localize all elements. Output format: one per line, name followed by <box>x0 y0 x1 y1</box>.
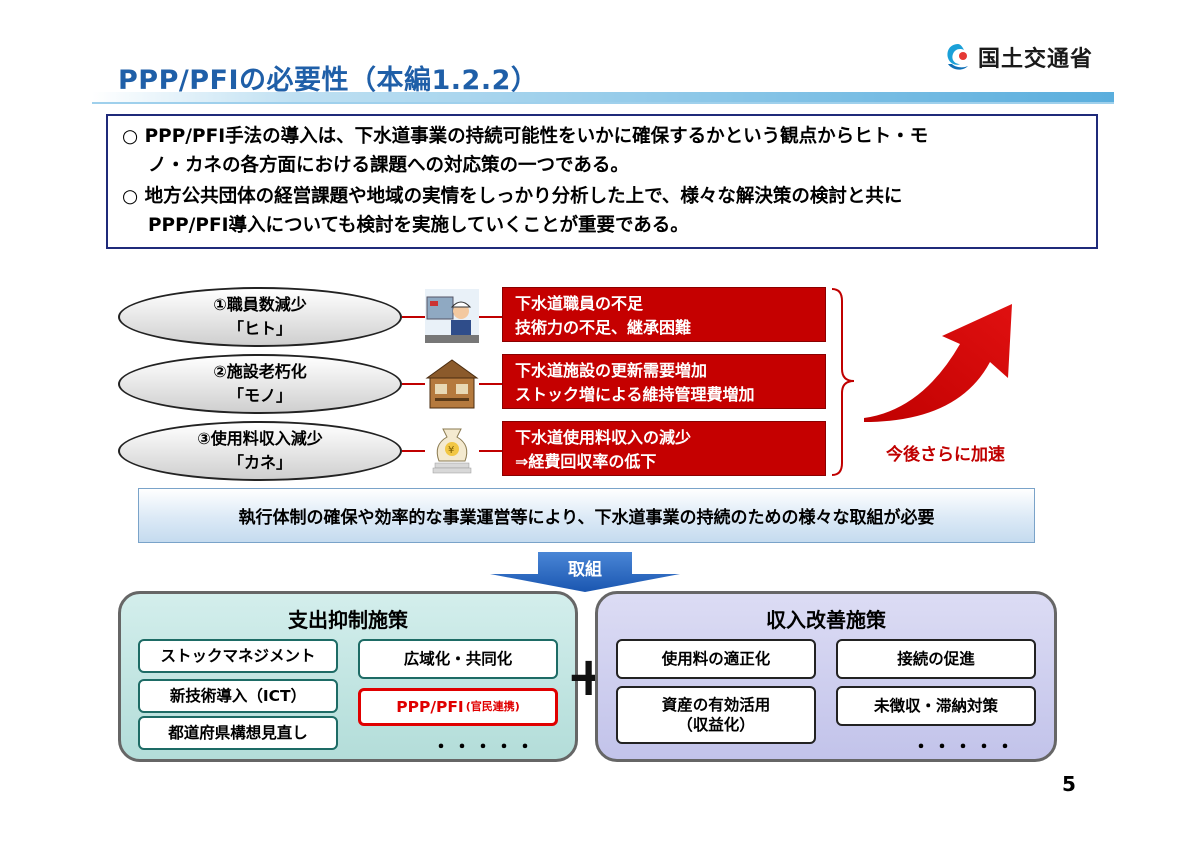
regionalization-chip: 広域化・共同化 <box>358 639 558 679</box>
asset-utilization-chip: 資産の有効活用 （収益化） <box>616 686 816 744</box>
issue-desc-line: ストック増による維持管理費増加 <box>515 385 755 404</box>
prefecture-plan-chip: 都道府県構想見直し <box>138 716 338 750</box>
issue-oval-people: ①職員数減少 「ヒト」 <box>118 287 402 347</box>
issue-desc-line: 下水道使用料収入の減少 <box>515 428 692 447</box>
fee-adjustment-label: 使用料の適正化 <box>661 650 771 668</box>
mlit-emblem-icon <box>947 44 968 70</box>
issue-desc-line: ⇒経費回収率の低下 <box>515 452 657 471</box>
worker-icon <box>425 289 479 343</box>
rising-arrow-icon <box>864 304 1012 422</box>
uncollected-measures-chip: 未徴収・滞納対策 <box>836 686 1036 726</box>
issue-desc-people: 下水道職員の不足 技術力の不足、継承困難 <box>502 287 826 342</box>
connection-promotion-chip: 接続の促進 <box>836 639 1036 679</box>
down-arrow-icon <box>490 552 680 592</box>
ppp-pfi-chip: PPP/PFI (官民連携) <box>358 688 558 726</box>
revenue-panel-title: 収入改善施策 <box>766 608 886 632</box>
issue-desc-things: 下水道施設の更新需要増加 ストック増による維持管理費増加 <box>502 354 826 409</box>
issue-label: ②施設老朽化 <box>213 362 307 381</box>
asset-utilization-line1: 資産の有効活用 <box>661 696 771 714</box>
expense-panel-title: 支出抑制施策 <box>288 608 408 632</box>
connection-promotion-label: 接続の促進 <box>897 650 975 668</box>
summary-line-3: ○ 地方公共団体の経営課題や地域の実情をしっかり分析した上で、様々な解決策の検討… <box>122 186 903 207</box>
issue-label: ③使用料収入減少 <box>197 429 323 448</box>
revenue-more-dots: ・・・・・ <box>912 737 1017 758</box>
title-underline <box>92 92 1114 102</box>
summary-line-2: ノ・カネの各方面における課題への対応策の一つである。 <box>148 155 629 176</box>
page-title: PPP/PFIの必要性（本編1.2.2） <box>118 65 539 96</box>
facility-icon <box>425 356 479 410</box>
ministry-logo: 国土交通省 <box>944 42 1093 72</box>
summary-box: ○ PPP/PFI手法の導入は、下水道事業の持続可能性をいかに確保するかという観… <box>106 114 1098 249</box>
stock-management-chip: ストックマネジメント <box>138 639 338 673</box>
issue-oval-things: ②施設老朽化 「モノ」 <box>118 354 402 414</box>
uncollected-measures-label: 未徴収・滞納対策 <box>873 697 998 715</box>
issue-category: 「ヒト」 <box>227 319 292 338</box>
new-technology-chip: 新技術導入（ICT） <box>138 679 338 713</box>
accelerate-label: 今後さらに加速 <box>886 445 1005 465</box>
ppp-pfi-sublabel: (官民連携) <box>465 700 520 713</box>
page-number: 5 <box>1062 772 1076 796</box>
issue-oval-money: ③使用料収入減少 「カネ」 <box>118 421 402 481</box>
summary-line-1: ○ PPP/PFI手法の導入は、下水道事業の持続可能性をいかに確保するかという観… <box>122 126 929 147</box>
issue-category: 「カネ」 <box>227 453 292 472</box>
title-underline-thin <box>92 102 1114 104</box>
issue-desc-line: 下水道施設の更新需要増加 <box>515 361 708 380</box>
ministry-name: 国土交通省 <box>978 47 1094 72</box>
issue-desc-line: 技術力の不足、継承困難 <box>515 318 692 337</box>
issue-desc-line: 下水道職員の不足 <box>515 294 644 313</box>
expense-more-dots: ・・・・・ <box>432 737 537 758</box>
summary-line-4: PPP/PFI導入についても検討を実施していくことが重要である。 <box>148 215 689 236</box>
issue-category: 「モノ」 <box>227 386 292 405</box>
asset-utilization-line2: （収益化） <box>677 716 755 734</box>
requirement-banner: 執行体制の確保や効率的な事業運営等により、下水道事業の持続のための様々な取組が必… <box>138 488 1035 543</box>
svg-text:¥: ¥ <box>448 445 454 456</box>
grouping-brace <box>831 288 855 476</box>
issue-desc-money: 下水道使用料収入の減少 ⇒経費回収率の低下 <box>502 421 826 476</box>
money-bag-icon: ¥ <box>425 423 479 477</box>
initiatives-label: 取組 <box>568 560 602 580</box>
issue-label: ①職員数減少 <box>213 295 307 314</box>
fee-adjustment-chip: 使用料の適正化 <box>616 639 816 679</box>
ppp-pfi-label: PPP/PFI <box>396 698 464 716</box>
